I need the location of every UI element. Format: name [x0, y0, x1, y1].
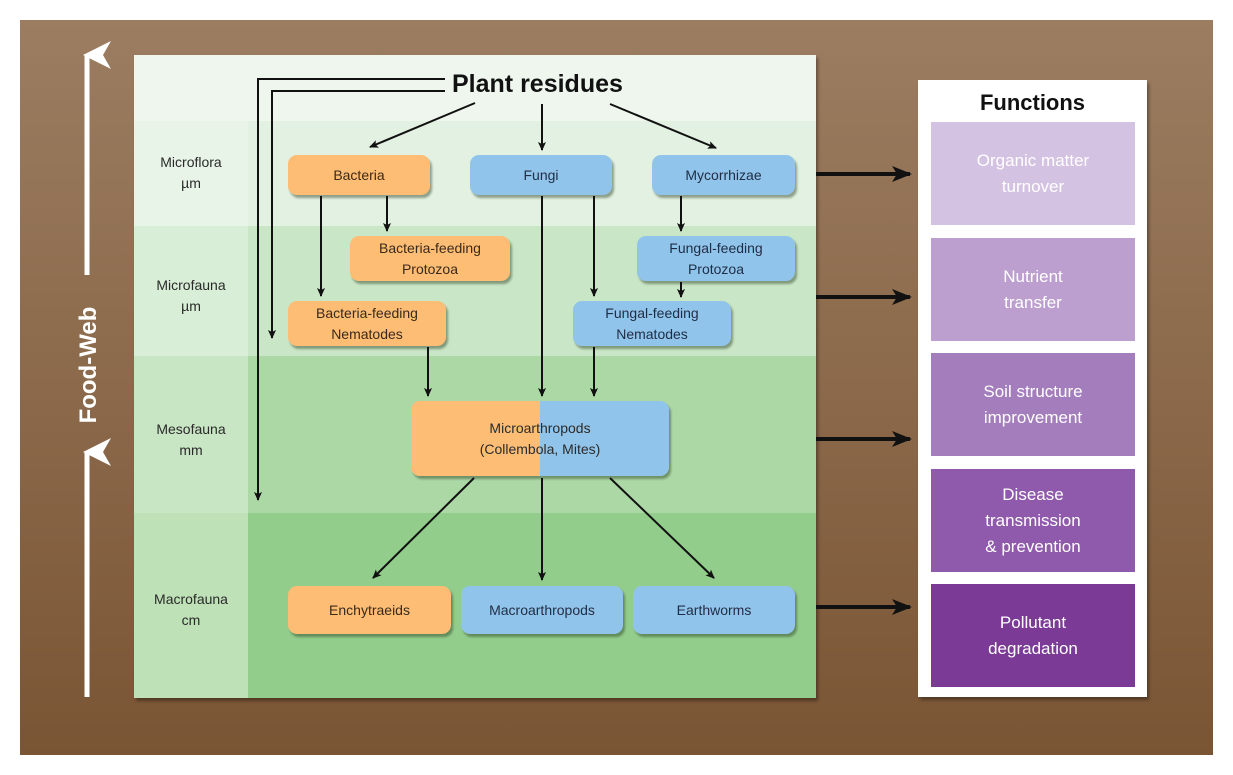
- node-enchytraeids: Enchytraeids: [288, 586, 451, 634]
- node-fungi: Fungi: [470, 155, 612, 195]
- node-earthworms: Earthworms: [633, 586, 795, 634]
- functions-title: Functions: [979, 90, 1086, 115]
- node-mycorrhizae: Mycorrhizae: [652, 155, 795, 195]
- node-microarthropods: Microarthropods(Collembola, Mites): [411, 401, 669, 476]
- node-macroarthropods: Macroarthropods: [461, 586, 623, 634]
- node-bacteria: Bacteria: [288, 155, 430, 195]
- plant-residues-title: Plant residues: [452, 70, 623, 98]
- food-web-axis-label: Food-Web: [75, 306, 102, 424]
